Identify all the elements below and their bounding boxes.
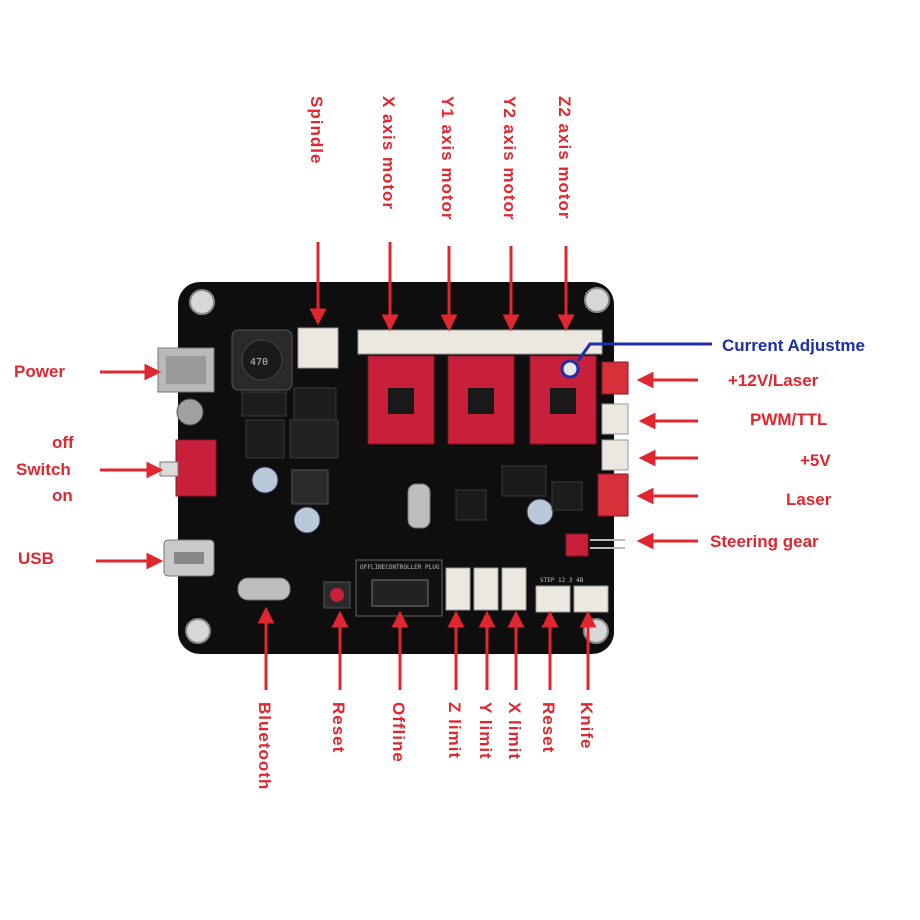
- label-spindle: Spindle: [307, 96, 326, 165]
- label-z-limit: Z limit: [445, 702, 464, 760]
- label-pwm-ttl: PWM/TTL: [750, 410, 828, 429]
- label-reset-left: Reset: [329, 702, 348, 754]
- connector-5v: [601, 439, 629, 471]
- label-z2-axis-motor: Z2 axis motor: [555, 96, 574, 220]
- silk-steering: STEP 12 3 4B: [540, 577, 584, 584]
- header-block: [501, 465, 547, 497]
- label-switch: Switch: [16, 460, 71, 479]
- mcu-chip: [455, 489, 487, 521]
- label-laser: Laser: [786, 490, 832, 509]
- label-x-limit: X limit: [505, 702, 524, 761]
- connector-pwm: [601, 403, 629, 435]
- label-x-axis-motor: X axis motor: [379, 96, 398, 211]
- mount-hole-tl: [189, 289, 215, 315]
- steering-connector: [565, 533, 589, 557]
- label-knife: Knife: [577, 702, 596, 750]
- regulator: [245, 419, 285, 459]
- label-5v: +5V: [800, 451, 831, 470]
- label-power: Power: [14, 362, 66, 381]
- capacitor: [526, 498, 554, 526]
- label-bluetooth: Bluetooth: [255, 702, 274, 791]
- bluetooth-crystal: [237, 577, 291, 601]
- ic-chip: [551, 481, 583, 511]
- regulator: [289, 419, 339, 459]
- capacitor: [176, 398, 204, 426]
- y-limit-connector: [473, 567, 499, 611]
- reset-connector: [535, 585, 571, 613]
- stepper-header-strip: [357, 329, 603, 355]
- silk-inductor: 470: [250, 357, 268, 368]
- power-jack: [157, 347, 215, 393]
- z-limit-connector: [445, 567, 471, 611]
- mount-hole-tr: [584, 287, 610, 313]
- silk-offline: OFFLINECONTROLLER PLUG: [360, 564, 440, 571]
- stepper-driver-y1: [447, 355, 515, 445]
- label-y1-axis-motor: Y1 axis motor: [438, 96, 457, 221]
- knife-connector: [573, 585, 609, 613]
- label-steering-gear: Steering gear: [710, 532, 819, 551]
- inductor-small: [291, 469, 329, 505]
- label-usb: USB: [18, 549, 54, 568]
- stepper-driver-x: [367, 355, 435, 445]
- crystal: [407, 483, 431, 529]
- mount-hole-bl: [185, 618, 211, 644]
- label-y-limit: Y limit: [476, 702, 495, 760]
- label-on: on: [52, 486, 73, 505]
- label-current-adjustment: Current Adjustme: [722, 336, 865, 355]
- connector-laser: [597, 473, 629, 517]
- x-limit-connector: [501, 567, 527, 611]
- connector-12v-laser: [601, 361, 629, 395]
- label-reset-right: Reset: [539, 702, 558, 754]
- spindle-connector: [297, 327, 339, 369]
- label-offline: Offline: [389, 702, 408, 763]
- current-pot: [560, 359, 580, 379]
- power-switch: [159, 439, 217, 497]
- capacitor: [251, 466, 279, 494]
- ic-chip: [293, 387, 337, 421]
- label-y2-axis-motor: Y2 axis motor: [500, 96, 519, 221]
- capacitor: [293, 506, 321, 534]
- inductor: [231, 329, 293, 391]
- label-12v-laser: +12V/Laser: [728, 371, 819, 390]
- label-off: off: [52, 433, 74, 452]
- current-adjust-leader: [576, 342, 712, 362]
- ic-chip: [241, 391, 287, 417]
